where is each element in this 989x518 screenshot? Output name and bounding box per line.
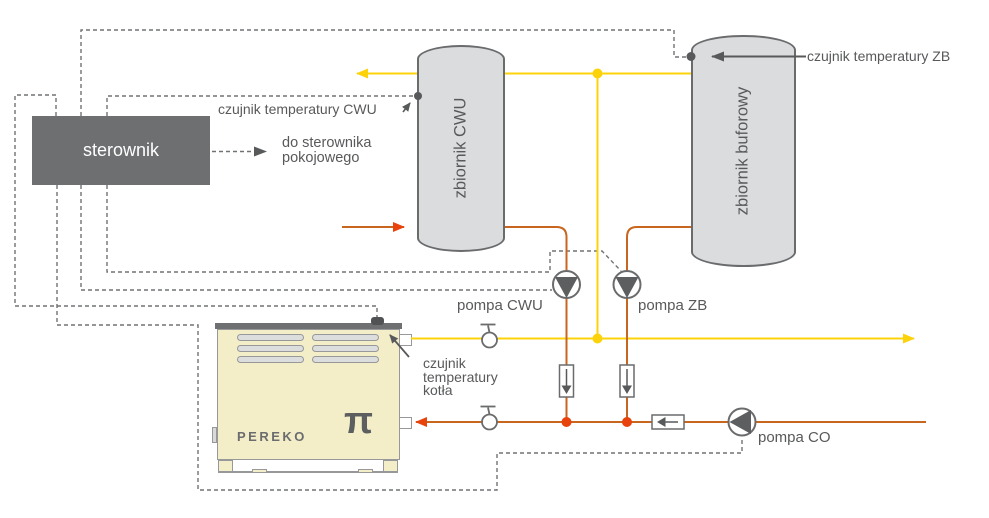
- boiler-return-port: [399, 417, 412, 429]
- valve-return-icon: [480, 405, 498, 431]
- label-sensor-boiler: czujnik temperatury kotła: [423, 355, 498, 398]
- boiler-vent-icon: [312, 345, 379, 352]
- zb-sensor-dot: [686, 52, 696, 61]
- return-junction-dot: [622, 417, 632, 427]
- label-pump-co: pompa CO: [758, 429, 831, 446]
- label-room-controller: do sterownika pokojowego: [282, 136, 371, 166]
- boiler-base: [218, 471, 398, 473]
- boiler-brand: PEREKO: [237, 429, 307, 444]
- label-sensor-cwu: czujnik temperatury CWU: [218, 101, 377, 117]
- supply-junction-dot: [592, 333, 603, 344]
- cwu-sensor-dot: [414, 92, 422, 100]
- label-sensor-boiler-line1: czujnik: [423, 355, 466, 371]
- boiler-vent-icon: [312, 334, 379, 341]
- wire-zb-sensor: [80, 29, 686, 116]
- cwu-sensor-arrow: [401, 102, 411, 113]
- controller-label: sterownik: [82, 140, 160, 160]
- boiler-vent-icon: [237, 356, 304, 363]
- label-room-controller-line1: do sterownika: [282, 135, 372, 151]
- label-pump-zb: pompa ZB: [638, 297, 708, 314]
- tank-buffer: [691, 35, 796, 267]
- wire-boiler-sensor: [14, 94, 378, 317]
- pump-zb-icon: [612, 270, 642, 299]
- boiler-sensor-arrow: [389, 334, 410, 358]
- label-room-controller-line2: pokojowego: [282, 150, 360, 166]
- check-valve-zb-icon: [619, 364, 635, 398]
- controller-box: sterownik: [32, 116, 210, 185]
- wire-pump-zb: [106, 185, 622, 273]
- boiler-temperature-sensor-icon: [371, 317, 384, 325]
- boiler-vent-icon: [237, 334, 304, 341]
- pump-cwu-icon: [552, 270, 581, 299]
- boiler-base-tab: [252, 469, 267, 473]
- return-pipe-zb: [626, 226, 691, 422]
- boiler-vent-icon: [237, 345, 304, 352]
- valve-supply-icon: [480, 323, 498, 349]
- boiler-vent-icon: [312, 356, 379, 363]
- check-valve-co-icon: [651, 414, 685, 430]
- check-valve-cwu-icon: [558, 364, 575, 398]
- pump-co-icon: [727, 407, 757, 437]
- label-sensor-boiler-line3: kotła: [423, 382, 453, 398]
- label-sensor-zb: czujnik temperatury ZB: [807, 48, 951, 64]
- boiler-door-hinge: [212, 427, 217, 443]
- boiler-supply-port: [399, 334, 412, 346]
- boiler-base-tab: [358, 469, 373, 473]
- return-pipe-cwu: [505, 226, 568, 422]
- wire-pump-co: [56, 185, 743, 491]
- boiler-top-bar: [215, 323, 402, 329]
- label-sensor-boiler-line2: temperatury: [423, 368, 498, 385]
- tank-cwu: [417, 45, 505, 252]
- supply-junction-dot: [592, 68, 603, 79]
- return-junction-dot: [561, 417, 572, 427]
- label-pump-cwu: pompa CWU: [457, 297, 543, 314]
- wire-pump-cwu: [80, 185, 552, 291]
- boiler-pi-logo-icon: π: [344, 400, 374, 442]
- wire-cwu-sensor: [106, 95, 413, 116]
